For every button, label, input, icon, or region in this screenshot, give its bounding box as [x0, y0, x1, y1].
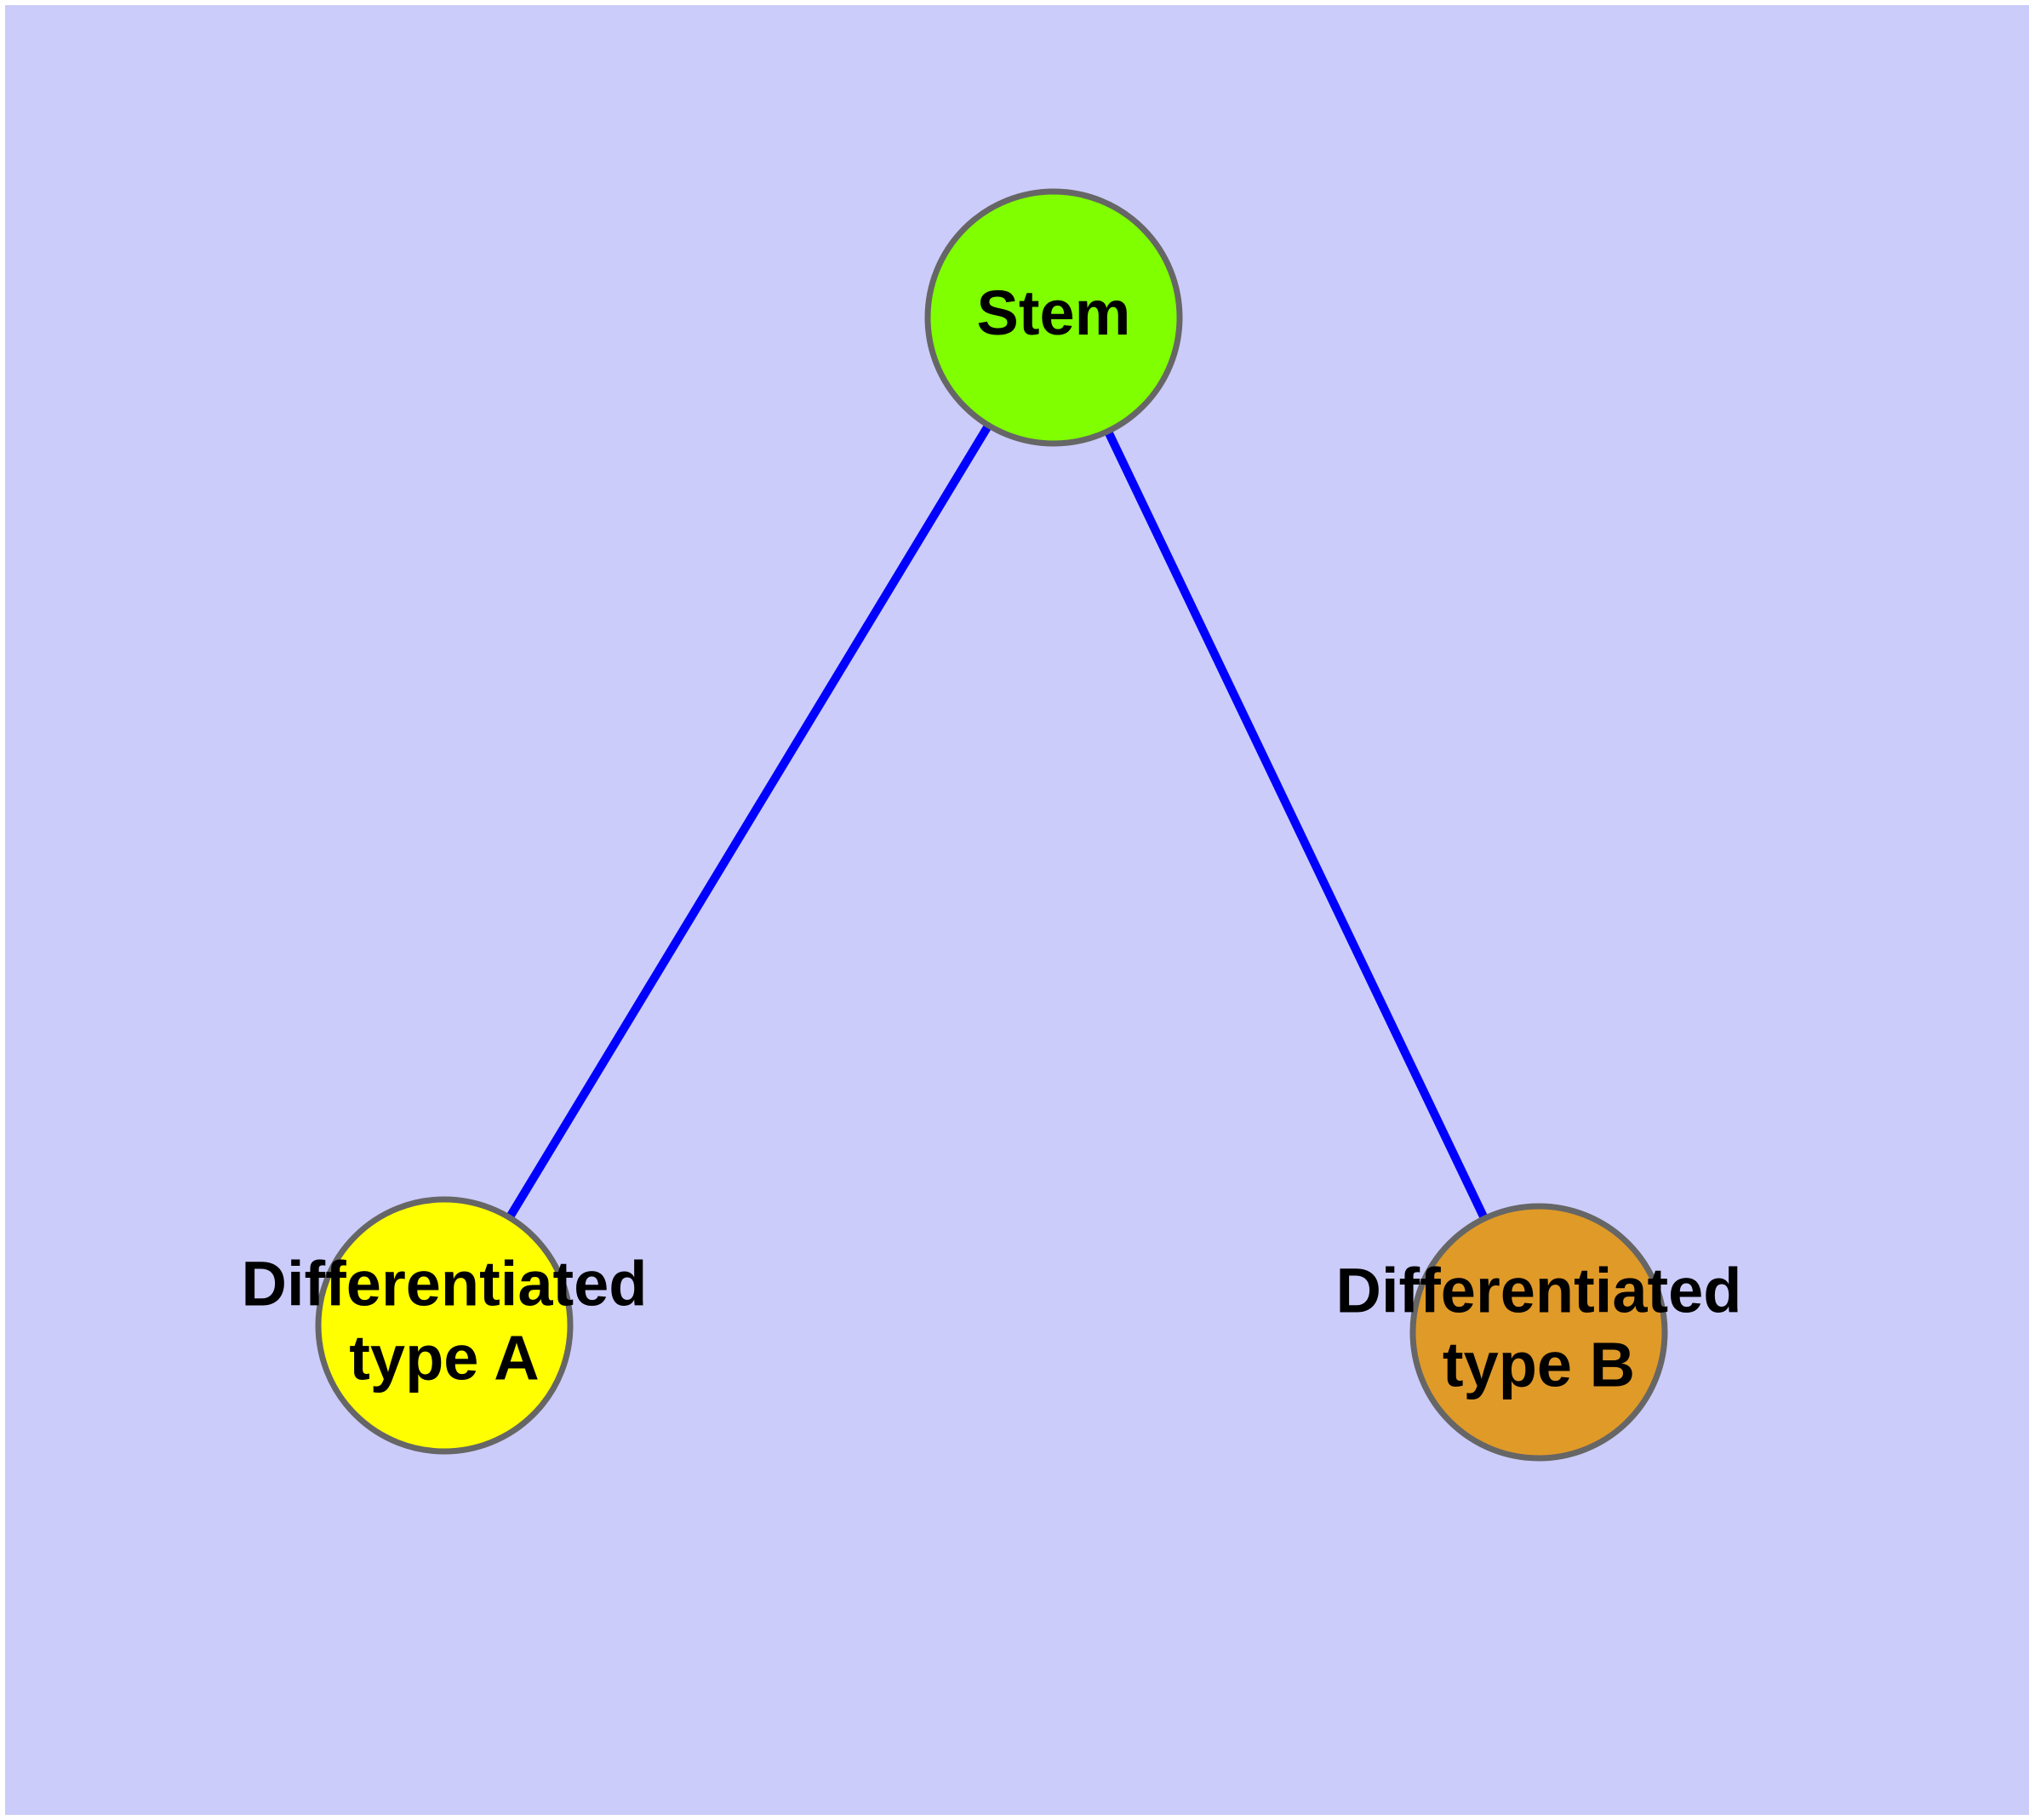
- edges-layer: [500, 413, 1494, 1232]
- graph-node-diff_b[interactable]: [1409, 1203, 1668, 1462]
- graph-edge-stem-diff_b: [1099, 418, 1494, 1232]
- graph-node-label-line: type B: [1443, 1329, 1635, 1399]
- graph-node-label-stem: Stem: [977, 278, 1131, 348]
- graph-node-diff_a[interactable]: [315, 1196, 574, 1455]
- graph-node-label-line: type A: [349, 1322, 539, 1393]
- graph-node-label-line: Differentiated: [1336, 1255, 1742, 1325]
- graph-node-label-line: Differentiated: [242, 1248, 648, 1319]
- graph-node-stem[interactable]: [924, 188, 1183, 447]
- graph-edge-stem-diff_a: [500, 413, 998, 1230]
- nodes-layer: [315, 188, 1668, 1462]
- graph-node-label-line: Stem: [977, 278, 1131, 348]
